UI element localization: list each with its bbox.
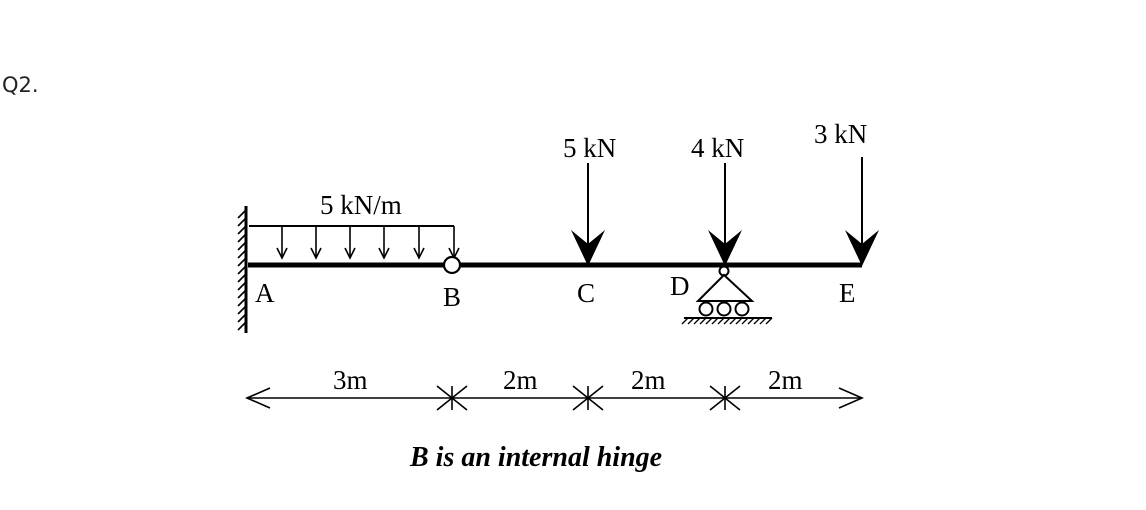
point-label-c: C — [577, 278, 595, 308]
point-label-b: B — [443, 282, 461, 312]
dimension-label-de: 2m — [768, 365, 803, 395]
internal-hinge-b — [442, 255, 462, 275]
question-label: Q2. — [2, 73, 39, 97]
point-label-a: A — [255, 278, 275, 308]
dimension-line — [244, 385, 865, 411]
distributed-load-label: 5 kN/m — [320, 190, 402, 220]
point-load-d-arrow — [708, 163, 742, 266]
dimension-label-cd: 2m — [631, 365, 666, 395]
hinge-note: B is an internal hinge — [409, 442, 662, 473]
point-load-c-arrow — [571, 163, 605, 266]
point-load-e-label: 3 kN — [814, 119, 867, 149]
point-load-c-label: 5 kN — [563, 133, 616, 163]
point-label-e: E — [839, 278, 856, 308]
dimension-label-bc: 2m — [503, 365, 538, 395]
point-label-d: D — [670, 271, 690, 301]
point-load-d-label: 4 kN — [691, 133, 744, 163]
fixed-support-a — [237, 206, 248, 333]
point-load-e-arrow — [845, 157, 879, 266]
distributed-load — [249, 225, 460, 260]
roller-support-d — [681, 265, 773, 325]
dimension-label-ab: 3m — [333, 365, 368, 395]
